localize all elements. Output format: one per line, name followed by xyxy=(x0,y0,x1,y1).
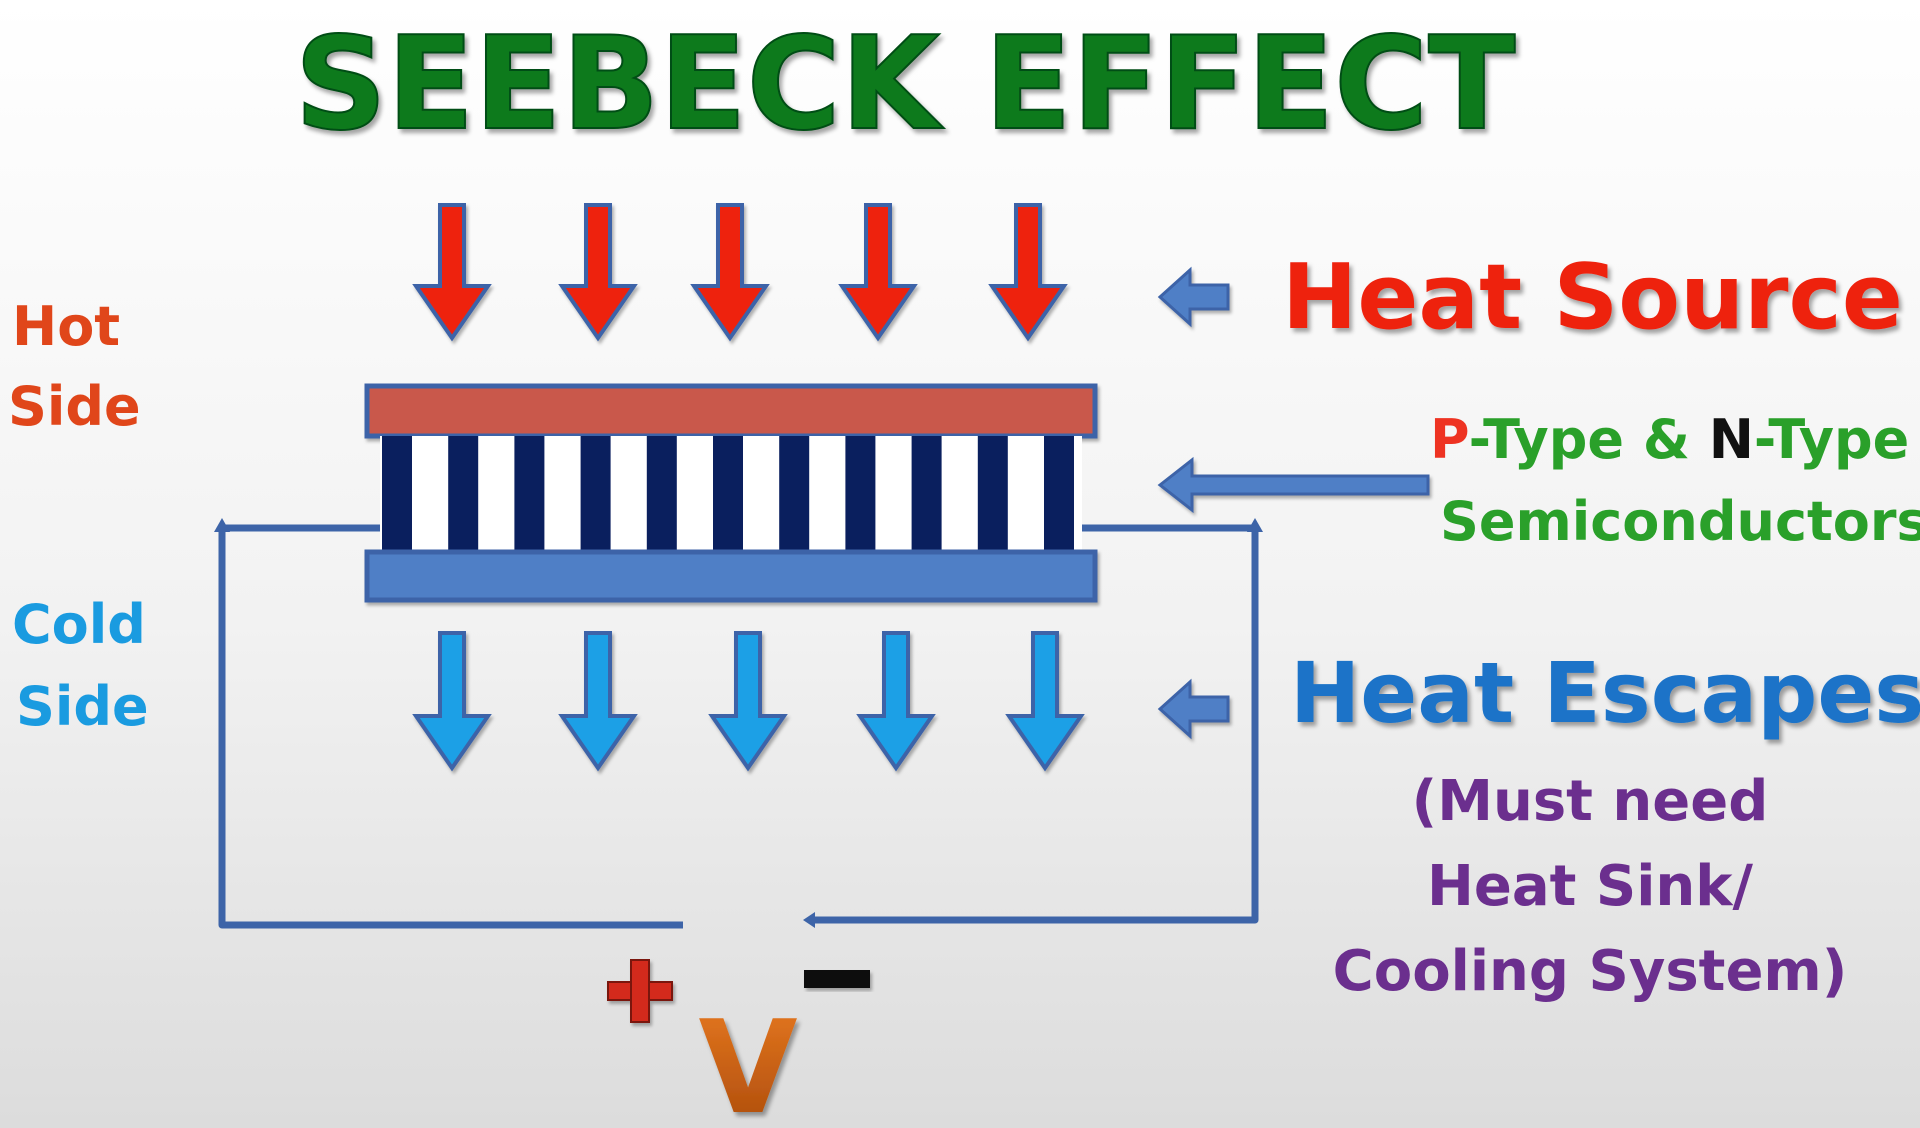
semiconductor-leg xyxy=(382,436,412,552)
heat-sink-note-line1: (Must need xyxy=(1412,769,1769,834)
hot-arrows xyxy=(412,203,1068,342)
semiconductor-leg xyxy=(448,436,479,552)
cold-side-label-line2: Side xyxy=(16,675,149,738)
semiconductor-leg xyxy=(911,436,942,552)
hot-arrow-2 xyxy=(558,203,638,342)
semiconductor-legs xyxy=(382,436,1074,552)
heat-sink-note-line2: Heat Sink/ xyxy=(1427,854,1754,919)
wire-arrow-left xyxy=(214,518,230,532)
cold-arrow-4 xyxy=(856,631,936,772)
heat-sink-note-line3: Cooling System) xyxy=(1333,939,1848,1004)
semiconductor-leg xyxy=(580,436,611,552)
hot-arrow-3 xyxy=(690,203,770,342)
heat-escapes-label: Heat Escapes xyxy=(1290,644,1920,742)
semiconductor-leg xyxy=(646,436,677,552)
semiconductor-pointer-arrow xyxy=(1157,456,1430,514)
cold-arrow-5 xyxy=(1005,631,1085,772)
wire-arrow-right xyxy=(1247,518,1263,532)
heat-escape-pointer-arrow xyxy=(1157,678,1230,740)
hot-plate xyxy=(364,383,1098,439)
heat-source-pointer-arrow xyxy=(1157,266,1230,328)
p-type-letter: P xyxy=(1430,408,1469,471)
plus-sign xyxy=(607,959,673,1023)
semiconductor-leg xyxy=(514,436,545,552)
wire-arrow-minus xyxy=(803,912,815,928)
cold-arrow-3 xyxy=(708,631,788,772)
p-type-rest: -Type & xyxy=(1469,408,1709,471)
semiconductor-leg xyxy=(845,436,876,552)
voltage-symbol: V xyxy=(698,994,797,1128)
semiconductors-label: Semiconductors xyxy=(1440,490,1920,553)
semiconductor-leg xyxy=(1044,436,1074,552)
hot-side-label-line1: Hot xyxy=(12,295,120,358)
hot-arrow-1 xyxy=(412,203,492,342)
cold-arrow-1 xyxy=(412,631,492,772)
n-type-letter: N xyxy=(1709,408,1754,471)
semiconductor-leg xyxy=(713,436,743,552)
n-type-rest: -Type xyxy=(1754,408,1909,471)
cold-arrows xyxy=(412,631,1085,772)
hot-side-label-line2: Side xyxy=(8,375,141,438)
cold-side-label-line1: Cold xyxy=(12,593,146,656)
cold-arrow-2 xyxy=(558,631,638,772)
hot-arrow-5 xyxy=(988,203,1068,342)
semiconductor-leg xyxy=(977,436,1008,552)
minus-sign xyxy=(804,970,870,988)
cold-plate xyxy=(364,549,1098,603)
page-title: SEEBECK EFFECT xyxy=(295,10,1516,159)
hot-arrow-4 xyxy=(838,203,918,342)
heat-source-label: Heat Source xyxy=(1282,245,1903,350)
semiconductor-leg xyxy=(779,436,810,552)
pointer-arrows xyxy=(1157,266,1430,740)
semiconductor-type-label: P-Type & N-Type xyxy=(1430,408,1909,471)
